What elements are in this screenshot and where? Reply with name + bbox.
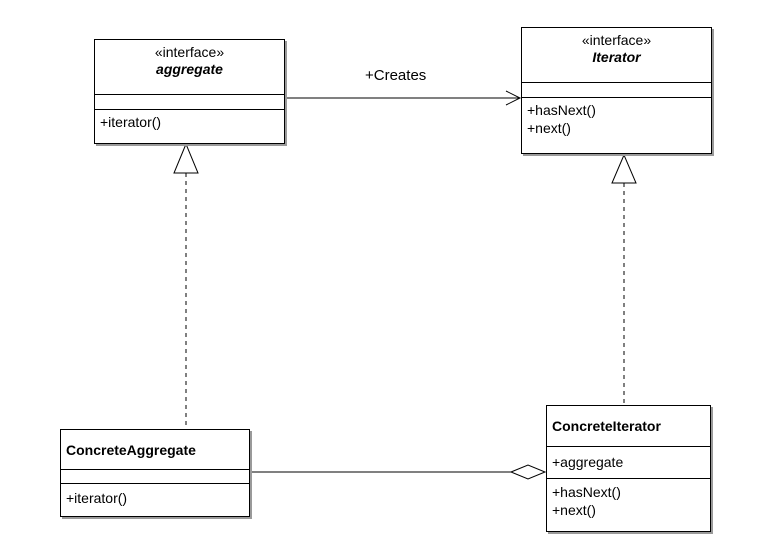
iterator-attributes-compartment: [522, 82, 711, 97]
realization-aggregate-triangle: [173, 142, 199, 174]
concrete-aggregate-operations-compartment: +iterator(): [61, 483, 249, 507]
iterator-operations-compartment: +hasNext() +next(): [522, 97, 711, 137]
concrete-aggregate-class-header: ConcreteAggregate: [61, 430, 249, 469]
concrete-iterator-operation-hasnext: +hasNext(): [552, 484, 621, 500]
iterator-stereotype: «interface»: [581, 32, 652, 48]
concrete-iterator-class[interactable]: ConcreteIterator +aggregate +hasNext() +…: [546, 405, 711, 532]
concrete-iterator-class-header: ConcreteIterator: [547, 406, 710, 446]
concrete-aggregate-class-name: ConcreteAggregate: [66, 442, 196, 458]
concrete-iterator-operations-compartment: +hasNext() +next(): [547, 478, 710, 519]
aggregate-attributes-compartment: [95, 94, 284, 109]
iterator-operation-hasnext: +hasNext(): [527, 102, 596, 118]
concrete-aggregate-attributes-compartment: [61, 469, 249, 483]
iterator-operation-next: +next(): [527, 120, 571, 136]
realization-iterator-triangle: [611, 153, 637, 184]
concrete-aggregate-class[interactable]: ConcreteAggregate +iterator(): [60, 429, 250, 517]
iterator-class-name: Iterator: [592, 49, 641, 65]
iterator-interface-class[interactable]: «interface» Iterator +hasNext() +next(): [521, 27, 712, 154]
concrete-iterator-attributes-compartment: +aggregate: [547, 446, 710, 478]
concrete-iterator-class-name: ConcreteIterator: [552, 418, 661, 434]
aggregate-operation-iterator: +iterator(): [100, 114, 162, 130]
concrete-iterator-operation-next: +next(): [552, 502, 596, 518]
aggregate-interface-class[interactable]: «interface» aggregate +iterator(): [94, 39, 285, 144]
aggregate-stereotype: «interface»: [154, 44, 225, 60]
aggregate-class-header: «interface» aggregate: [95, 40, 284, 94]
creates-arrowhead: [505, 90, 522, 106]
aggregation-diamond: [509, 464, 547, 480]
creates-label: +Creates: [365, 67, 427, 84]
aggregate-operations-compartment: +iterator(): [95, 109, 284, 131]
concrete-aggregate-operation-iterator: +iterator(): [66, 490, 128, 506]
aggregate-class-name: aggregate: [156, 61, 223, 77]
concrete-iterator-attribute-aggregate: +aggregate: [552, 454, 624, 470]
iterator-class-header: «interface» Iterator: [522, 28, 711, 82]
